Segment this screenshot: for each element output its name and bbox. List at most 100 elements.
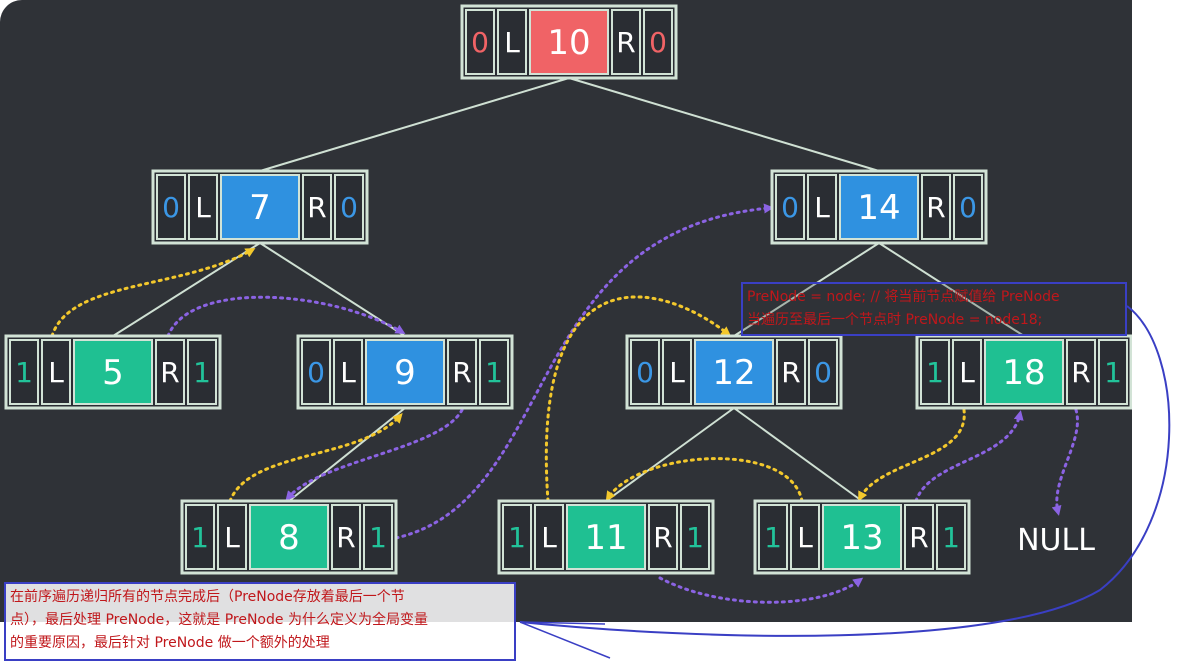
connector-line-tail: [519, 621, 611, 659]
node-10-left-label-cell: [497, 9, 527, 75]
note-bottom-line-3: 的重要原因，最后针对 PreNode 做一个额外的处理: [10, 635, 330, 651]
thread-arrow-3: [228, 413, 403, 503]
node-5-right-label: R: [160, 356, 179, 389]
node-10-right-tag-cell: [643, 9, 673, 75]
node-13-value: 13: [840, 518, 883, 558]
node-8-value: 8: [278, 518, 300, 558]
note-top-line-2: 当遍历至最后一个节点时 PreNode = node18;: [747, 312, 1043, 328]
thread-arrow-8: [858, 408, 966, 502]
node-14-left-tag-cell: [775, 174, 805, 240]
node-8-left-tag-cell: [185, 504, 215, 570]
node-8-left-label-cell: [217, 504, 247, 570]
node-14-right-tag-cell: [953, 174, 983, 240]
node-13-left-tag: 1: [764, 521, 782, 554]
node-14-left-tag: 0: [781, 191, 799, 224]
edge-9-8: [288, 407, 406, 502]
node-9-right-tag-cell: [479, 339, 509, 405]
node-5-value: 5: [102, 353, 124, 393]
edge-7-9: [259, 242, 406, 337]
node-5-right-label-cell: [155, 339, 185, 405]
node-8-right-tag: 1: [369, 521, 387, 554]
node-9-right-label-cell: [447, 339, 477, 405]
node-10-left-tag: 0: [471, 26, 489, 59]
node-10-right-label: R: [616, 26, 635, 59]
node-18-left-tag: 1: [926, 356, 944, 389]
node-9-left-tag: 0: [307, 356, 325, 389]
thread-arrow-11: [658, 576, 864, 604]
node-11-value: 11: [584, 518, 627, 558]
node-10-left-label: L: [504, 26, 520, 59]
node-10-value-cell: [529, 9, 609, 75]
node-11-left-tag: 1: [508, 521, 526, 554]
node-11-right-tag: 1: [686, 521, 704, 554]
connector-line-tail-top: [519, 621, 606, 625]
edge-12-11: [605, 407, 735, 502]
node-7-left-tag-cell: [156, 174, 186, 240]
node-8-right-tag-cell: [363, 504, 393, 570]
node-7-left-tag: 0: [162, 191, 180, 224]
node-9-left-label-cell: [333, 339, 363, 405]
edge-12-13: [733, 407, 863, 502]
node-9-left-tag-cell: [301, 339, 331, 405]
thread-arrow-9: [914, 410, 1024, 503]
node-13-right-label: R: [909, 521, 928, 554]
node-10-left-tag-cell: [465, 9, 495, 75]
node-13-left-label: L: [797, 521, 813, 554]
node-14-value-cell: [839, 174, 919, 240]
node-10-right-tag: 0: [649, 26, 667, 59]
note-top-line-1: PreNode = node; // 将当前节点赋值给 PreNode: [747, 289, 1060, 305]
edge-7-5: [112, 242, 261, 337]
node-8-value-cell: [249, 504, 329, 570]
node-5-right-tag: 1: [193, 356, 211, 389]
node-14-left-label: L: [814, 191, 830, 224]
node-14-value: 14: [857, 188, 900, 228]
node-12-left-label: L: [669, 356, 685, 389]
thread-arrow-2: [166, 295, 406, 338]
node-7-right-tag: 0: [340, 191, 358, 224]
node-8-right-label: R: [336, 521, 355, 554]
node-10-right-label-cell: [611, 9, 641, 75]
node-5-right-tag-cell: [187, 339, 217, 405]
node-13-right-tag: 1: [942, 521, 960, 554]
thread-arrow-1: [50, 248, 256, 338]
thread-arrow-6: [544, 295, 732, 503]
node-9-right-label: R: [452, 356, 471, 389]
node-7-right-tag-cell: [334, 174, 364, 240]
pre-node-final-note: 在前序遍历递归所有的节点完成后（PreNode存放着最后一个节 点），最后处理 …: [4, 582, 516, 661]
node-12-left-tag: 0: [636, 356, 654, 389]
node-18-right-tag: 1: [1104, 356, 1122, 389]
thread-arrow-4: [285, 408, 464, 502]
node-7-left-label-cell: [188, 174, 218, 240]
node-18-value: 18: [1002, 353, 1045, 393]
thread-arrow-10: [1051, 408, 1079, 516]
node-10-value: 10: [547, 23, 590, 63]
node-18-left-label: L: [959, 356, 975, 389]
node-9-value: 9: [394, 353, 416, 393]
node-14-right-label: R: [926, 191, 945, 224]
pre-node-assignment-note: PreNode = node; // 将当前节点赋值给 PreNode 当遍历至…: [741, 282, 1127, 336]
node-12-right-label: R: [781, 356, 800, 389]
node-5-left-label-cell: [41, 339, 71, 405]
node-7-value-cell: [220, 174, 300, 240]
node-8-left-label: L: [224, 521, 240, 554]
node-18-right-label: R: [1071, 356, 1090, 389]
node-5-left-tag: 1: [15, 356, 33, 389]
node-5-left-tag-cell: [9, 339, 39, 405]
node-8-right-label-cell: [331, 504, 361, 570]
node-8-left-tag: 1: [191, 521, 209, 554]
note-bottom-line-1: 在前序遍历递归所有的节点完成后（PreNode存放着最后一个节: [10, 589, 405, 605]
null-label: NULL: [1017, 523, 1095, 558]
node-7-right-label-cell: [302, 174, 332, 240]
node-11-right-label: R: [653, 521, 672, 554]
node-9-left-label: L: [340, 356, 356, 389]
node-12-value: 12: [712, 353, 755, 393]
